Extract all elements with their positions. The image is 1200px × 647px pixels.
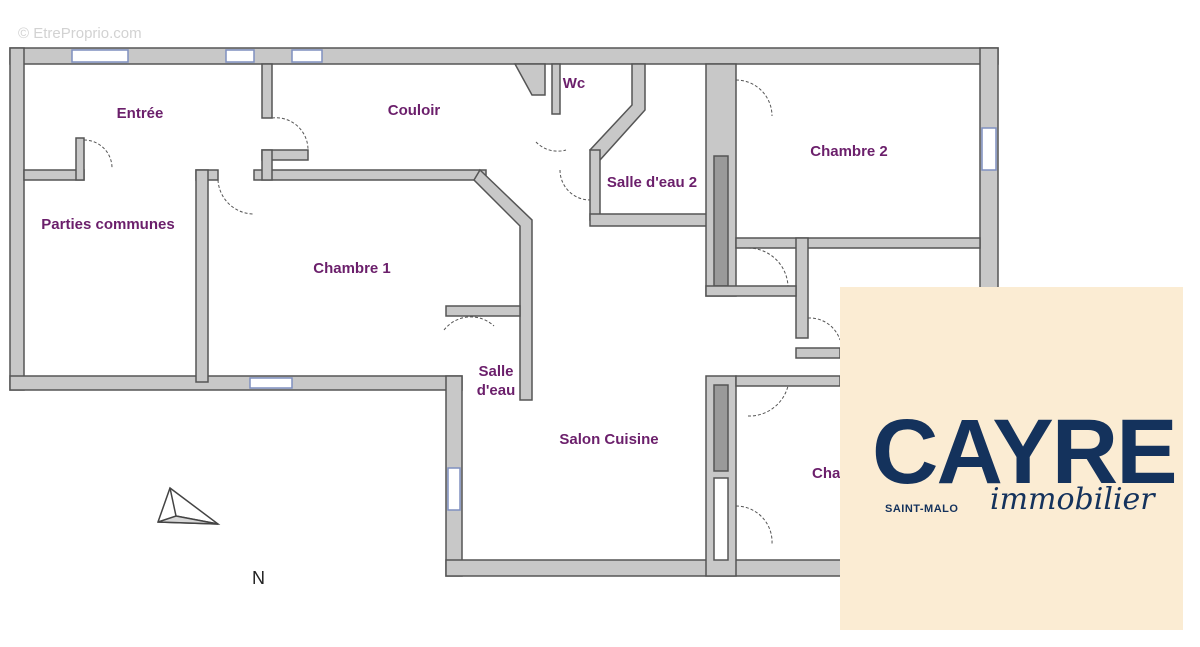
door-closet bbox=[735, 505, 773, 545]
closet-2-gap bbox=[713, 477, 729, 561]
walls bbox=[9, 47, 999, 577]
wall-chambre3-north bbox=[735, 375, 841, 387]
logo-tagline: immobilier bbox=[990, 482, 1156, 517]
logo-city: SAINT-MALO bbox=[885, 503, 958, 515]
window-chambre1 bbox=[249, 377, 293, 389]
label-chambre2: Chambre 2 bbox=[810, 143, 888, 160]
wall-entree-stub bbox=[75, 137, 85, 181]
doors bbox=[83, 79, 841, 545]
wall-salle-eau2-west bbox=[589, 149, 601, 221]
window-chambre2 bbox=[981, 127, 997, 171]
door-salle-eau bbox=[443, 316, 495, 331]
label-parties-communes: Parties communes bbox=[41, 216, 174, 233]
door-chambre3 bbox=[747, 385, 789, 417]
wall-chambre1-east bbox=[473, 168, 533, 401]
wall-south bbox=[445, 559, 843, 577]
label-salle-eau-1: Salle bbox=[478, 363, 513, 380]
wall-chambre3-west bbox=[795, 237, 809, 339]
door-chambre1 bbox=[217, 179, 255, 215]
compass-arrow-icon bbox=[156, 486, 221, 525]
door-entree bbox=[83, 139, 113, 169]
closet-1 bbox=[713, 155, 729, 287]
agency-logo: CAYRE SAINT-MALO immobilier bbox=[840, 287, 1183, 630]
watermark: © EtreProprio.com bbox=[18, 25, 142, 42]
windows bbox=[71, 49, 997, 511]
label-salle-eau2: Salle d'eau 2 bbox=[607, 174, 697, 191]
wall-wc-corner bbox=[513, 63, 546, 96]
window-salon bbox=[447, 467, 461, 511]
door-couloir bbox=[271, 117, 309, 151]
wall-north bbox=[9, 47, 999, 65]
label-chambre1: Chambre 1 bbox=[313, 260, 391, 277]
door-salle-eau2 bbox=[559, 169, 591, 201]
wall-chambre3-stub bbox=[795, 347, 841, 359]
logo-name: CAYRE bbox=[872, 401, 1176, 503]
wall-entree-east bbox=[261, 63, 273, 119]
label-chambre3: Cha bbox=[812, 465, 841, 482]
wall-chambre2-south bbox=[735, 237, 981, 249]
label-salle-eau-2: d'eau bbox=[477, 382, 516, 399]
door-chambre3-stub bbox=[807, 317, 841, 341]
label-salon-cuisine: Salon Cuisine bbox=[559, 431, 658, 448]
window-couloir-a bbox=[225, 49, 255, 63]
window-couloir-b bbox=[291, 49, 323, 63]
wall-salon-north-right bbox=[705, 285, 797, 297]
door-wc bbox=[535, 141, 567, 152]
window-entree bbox=[71, 49, 129, 63]
wall-wc-east bbox=[588, 63, 646, 162]
label-couloir: Couloir bbox=[388, 102, 441, 119]
closet-2 bbox=[713, 384, 729, 472]
wall-entree-south-a bbox=[23, 169, 85, 181]
label-entree: Entrée bbox=[117, 105, 164, 122]
wall-entree-east-b bbox=[261, 149, 273, 181]
label-wc: Wc bbox=[563, 75, 586, 92]
wall-south-left bbox=[9, 375, 463, 391]
wall-parties-communes-east bbox=[195, 169, 209, 383]
compass-north-label: N bbox=[252, 568, 265, 588]
door-chambre2-b bbox=[747, 247, 789, 287]
wall-wc-west bbox=[551, 63, 561, 115]
door-chambre2 bbox=[735, 79, 773, 117]
wall-salle-eau-north bbox=[445, 305, 521, 317]
wall-chambre1-north bbox=[253, 169, 487, 181]
wall-west bbox=[9, 47, 25, 391]
wall-salle-eau2-south bbox=[589, 213, 711, 227]
